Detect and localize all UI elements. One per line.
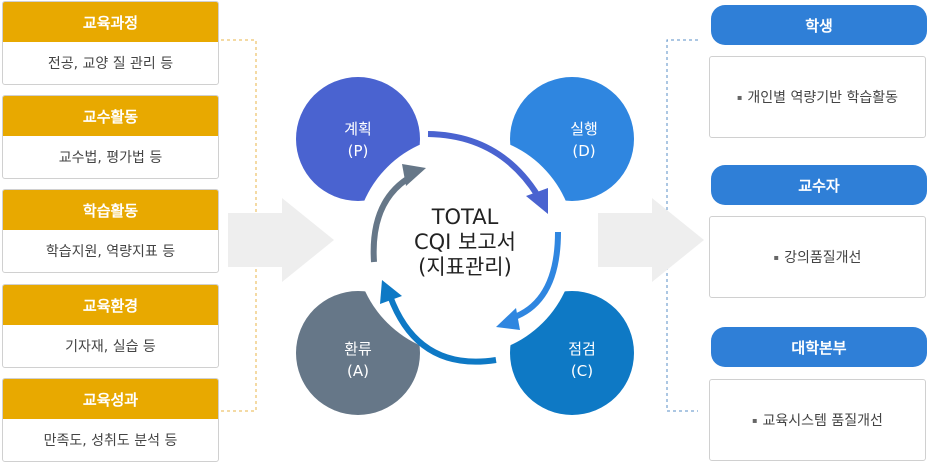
left-box-curriculum: 교육과정 전공, 교양 질 관리 등 [2, 1, 219, 85]
plan-code: (P) [347, 142, 369, 160]
center-line-1: TOTAL [431, 205, 499, 229]
plan-label: 계획 (P) [318, 118, 398, 162]
left-box-environment: 교육환경 기자재, 실습 등 [2, 284, 219, 368]
act-label: 환류 (A) [318, 338, 398, 382]
left-box-teaching: 교수활동 교수법, 평가법 등 [2, 95, 219, 179]
bullet-icon: ▪ [752, 415, 758, 425]
check-code: (C) [570, 362, 594, 380]
arrow-do-to-check-head [496, 308, 520, 330]
center-line-2: CQI 보고서 [413, 230, 517, 254]
do-name: 실행 [570, 120, 598, 138]
left-box-title: 교육과정 [3, 2, 218, 42]
right-flow-arrow [598, 198, 704, 282]
right-header-faculty: 교수자 [711, 165, 927, 205]
left-box-desc: 교수법, 평가법 등 [58, 150, 163, 166]
arrow-do-to-check [510, 231, 561, 321]
left-box-title: 교육성과 [3, 379, 218, 419]
right-header-headquarters: 대학본부 [711, 327, 927, 367]
arrow-act-to-plan [370, 173, 414, 263]
do-label: 실행 (D) [544, 118, 624, 162]
check-label: 점검 (C) [542, 338, 622, 382]
bullet-icon: ▪ [736, 92, 743, 102]
left-box-title: 교육환경 [3, 285, 218, 325]
bullet-icon: ▪ [773, 252, 780, 262]
center-title: TOTAL CQI 보고서 (지표관리) [398, 205, 532, 280]
left-box-title: 학습활동 [3, 190, 218, 230]
check-name: 점검 [568, 340, 596, 358]
left-box-desc: 만족도, 성취도 분석 등 [43, 433, 178, 449]
arrow-check-to-act [387, 294, 497, 365]
arrow-plan-to-do-head [526, 188, 548, 214]
center-circle [355, 135, 575, 355]
plan-name: 계획 [344, 120, 372, 138]
arrow-check-to-act-head [380, 280, 402, 304]
left-box-desc: 학습지원, 역량지표 등 [45, 244, 176, 260]
center-line-3: (지표관리) [418, 255, 512, 279]
left-box-desc: 기자재, 실습 등 [65, 339, 156, 355]
left-box-title: 교수활동 [3, 96, 218, 136]
right-body-text: 강의품질개선 [784, 250, 862, 266]
act-name: 환류 [344, 340, 372, 358]
act-code: (A) [347, 362, 369, 380]
left-box-learning: 학습활동 학습지원, 역량지표 등 [2, 189, 219, 273]
right-header-students: 학생 [711, 5, 927, 45]
left-box-desc: 전공, 교양 질 관리 등 [47, 56, 174, 72]
right-body-headquarters: ▪ 교육시스템 품질개선 [709, 379, 926, 461]
left-flow-arrow [228, 198, 334, 282]
arrow-act-to-plan-head [402, 164, 426, 186]
right-body-text: 개인별 역량기반 학습활동 [747, 90, 898, 106]
right-body-students: ▪ 개인별 역량기반 학습활동 [709, 56, 926, 138]
left-box-outcome: 교육성과 만족도, 성취도 분석 등 [2, 378, 219, 462]
do-code: (D) [572, 142, 596, 160]
right-body-text: 교육시스템 품질개선 [762, 413, 883, 429]
right-body-faculty: ▪ 강의품질개선 [709, 216, 926, 298]
arrow-plan-to-do [427, 131, 541, 198]
